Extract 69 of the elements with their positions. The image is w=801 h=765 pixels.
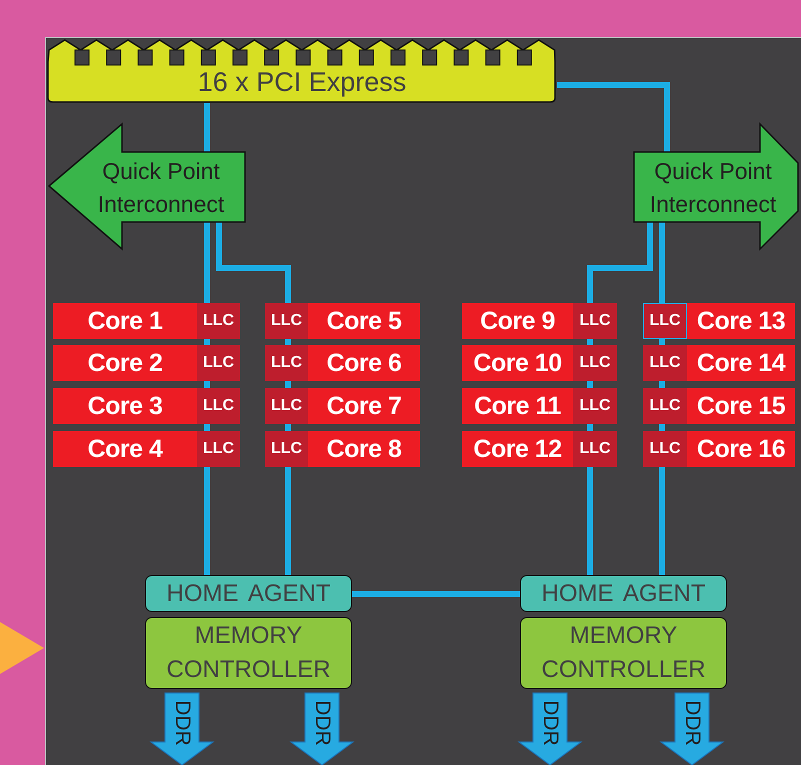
cache-segment: LLC <box>265 431 308 467</box>
core-tile <box>462 388 617 424</box>
expansion-connector <box>47 40 557 103</box>
core-label: Core 3 <box>53 388 197 424</box>
cache-segment: LLC <box>573 388 617 424</box>
controller-box: MEMORY CONTROLLER <box>520 617 727 689</box>
cache-segment: LLC <box>643 431 687 467</box>
cache-segment: LLC <box>573 345 617 381</box>
cache-segment: LLC <box>265 303 308 339</box>
block-arrow <box>290 693 354 765</box>
arrow-label: Quick Point Interconnect <box>648 157 778 219</box>
cache-segment: LLC <box>643 303 687 339</box>
cache-segment: LLC <box>573 431 617 467</box>
core-tile <box>53 431 240 467</box>
core-label: Core 5 <box>308 303 420 339</box>
core-tile <box>643 345 795 381</box>
bus-line <box>204 103 210 152</box>
cache-segment: LLC <box>643 345 687 381</box>
core-tile <box>265 345 420 381</box>
block-arrow <box>660 693 724 765</box>
agent-box: HOME AGENT <box>145 575 352 612</box>
core-label: Core 2 <box>53 345 197 381</box>
core-tile <box>643 388 795 424</box>
core-tile <box>462 303 617 339</box>
cache-segment: LLC <box>197 431 240 467</box>
connector-label: 16 x PCI Express <box>196 67 408 97</box>
core-tile <box>53 303 240 339</box>
core-tile <box>265 388 420 424</box>
agent-box: HOME AGENT <box>520 575 727 612</box>
core-label: Core 12 <box>462 431 573 467</box>
core-tile <box>265 303 420 339</box>
core-tile <box>462 431 617 467</box>
block-arrow <box>518 693 582 765</box>
cache-segment: LLC <box>265 345 308 381</box>
core-tile <box>53 388 240 424</box>
bus-line <box>557 82 670 152</box>
controller-box: MEMORY CONTROLLER <box>145 617 352 689</box>
block-arrow <box>48 123 247 250</box>
block-arrow <box>150 693 214 765</box>
cache-segment: LLC <box>197 388 240 424</box>
cache-segment: LLC <box>197 303 240 339</box>
cache-segment: LLC <box>265 388 308 424</box>
core-label: Core 14 <box>687 345 795 381</box>
cache-segment: LLC <box>573 303 617 339</box>
core-label: Core 1 <box>53 303 197 339</box>
core-tile <box>53 345 240 381</box>
core-label: Core 11 <box>462 388 573 424</box>
core-label: Core 6 <box>308 345 420 381</box>
core-tile <box>643 303 795 339</box>
core-label: Core 8 <box>308 431 420 467</box>
core-label: Core 13 <box>687 303 795 339</box>
arrow-label: DDR <box>311 700 333 746</box>
cache-segment: LLC <box>643 388 687 424</box>
core-label: Core 4 <box>53 431 197 467</box>
block-arrow <box>633 123 799 250</box>
bus-line <box>352 591 520 597</box>
core-tile <box>265 431 420 467</box>
core-label: Core 10 <box>462 345 573 381</box>
core-tile <box>643 431 795 467</box>
arrow-label: Quick Point Interconnect <box>96 157 226 219</box>
core-label: Core 16 <box>687 431 795 467</box>
core-tile <box>462 345 617 381</box>
arrow-label: DDR <box>171 700 193 746</box>
cache-segment: LLC <box>197 345 240 381</box>
core-label: Core 7 <box>308 388 420 424</box>
core-label: Core 15 <box>687 388 795 424</box>
arrow-label: DDR <box>539 700 561 746</box>
arrow-label: DDR <box>681 700 703 746</box>
core-label: Core 9 <box>462 303 573 339</box>
